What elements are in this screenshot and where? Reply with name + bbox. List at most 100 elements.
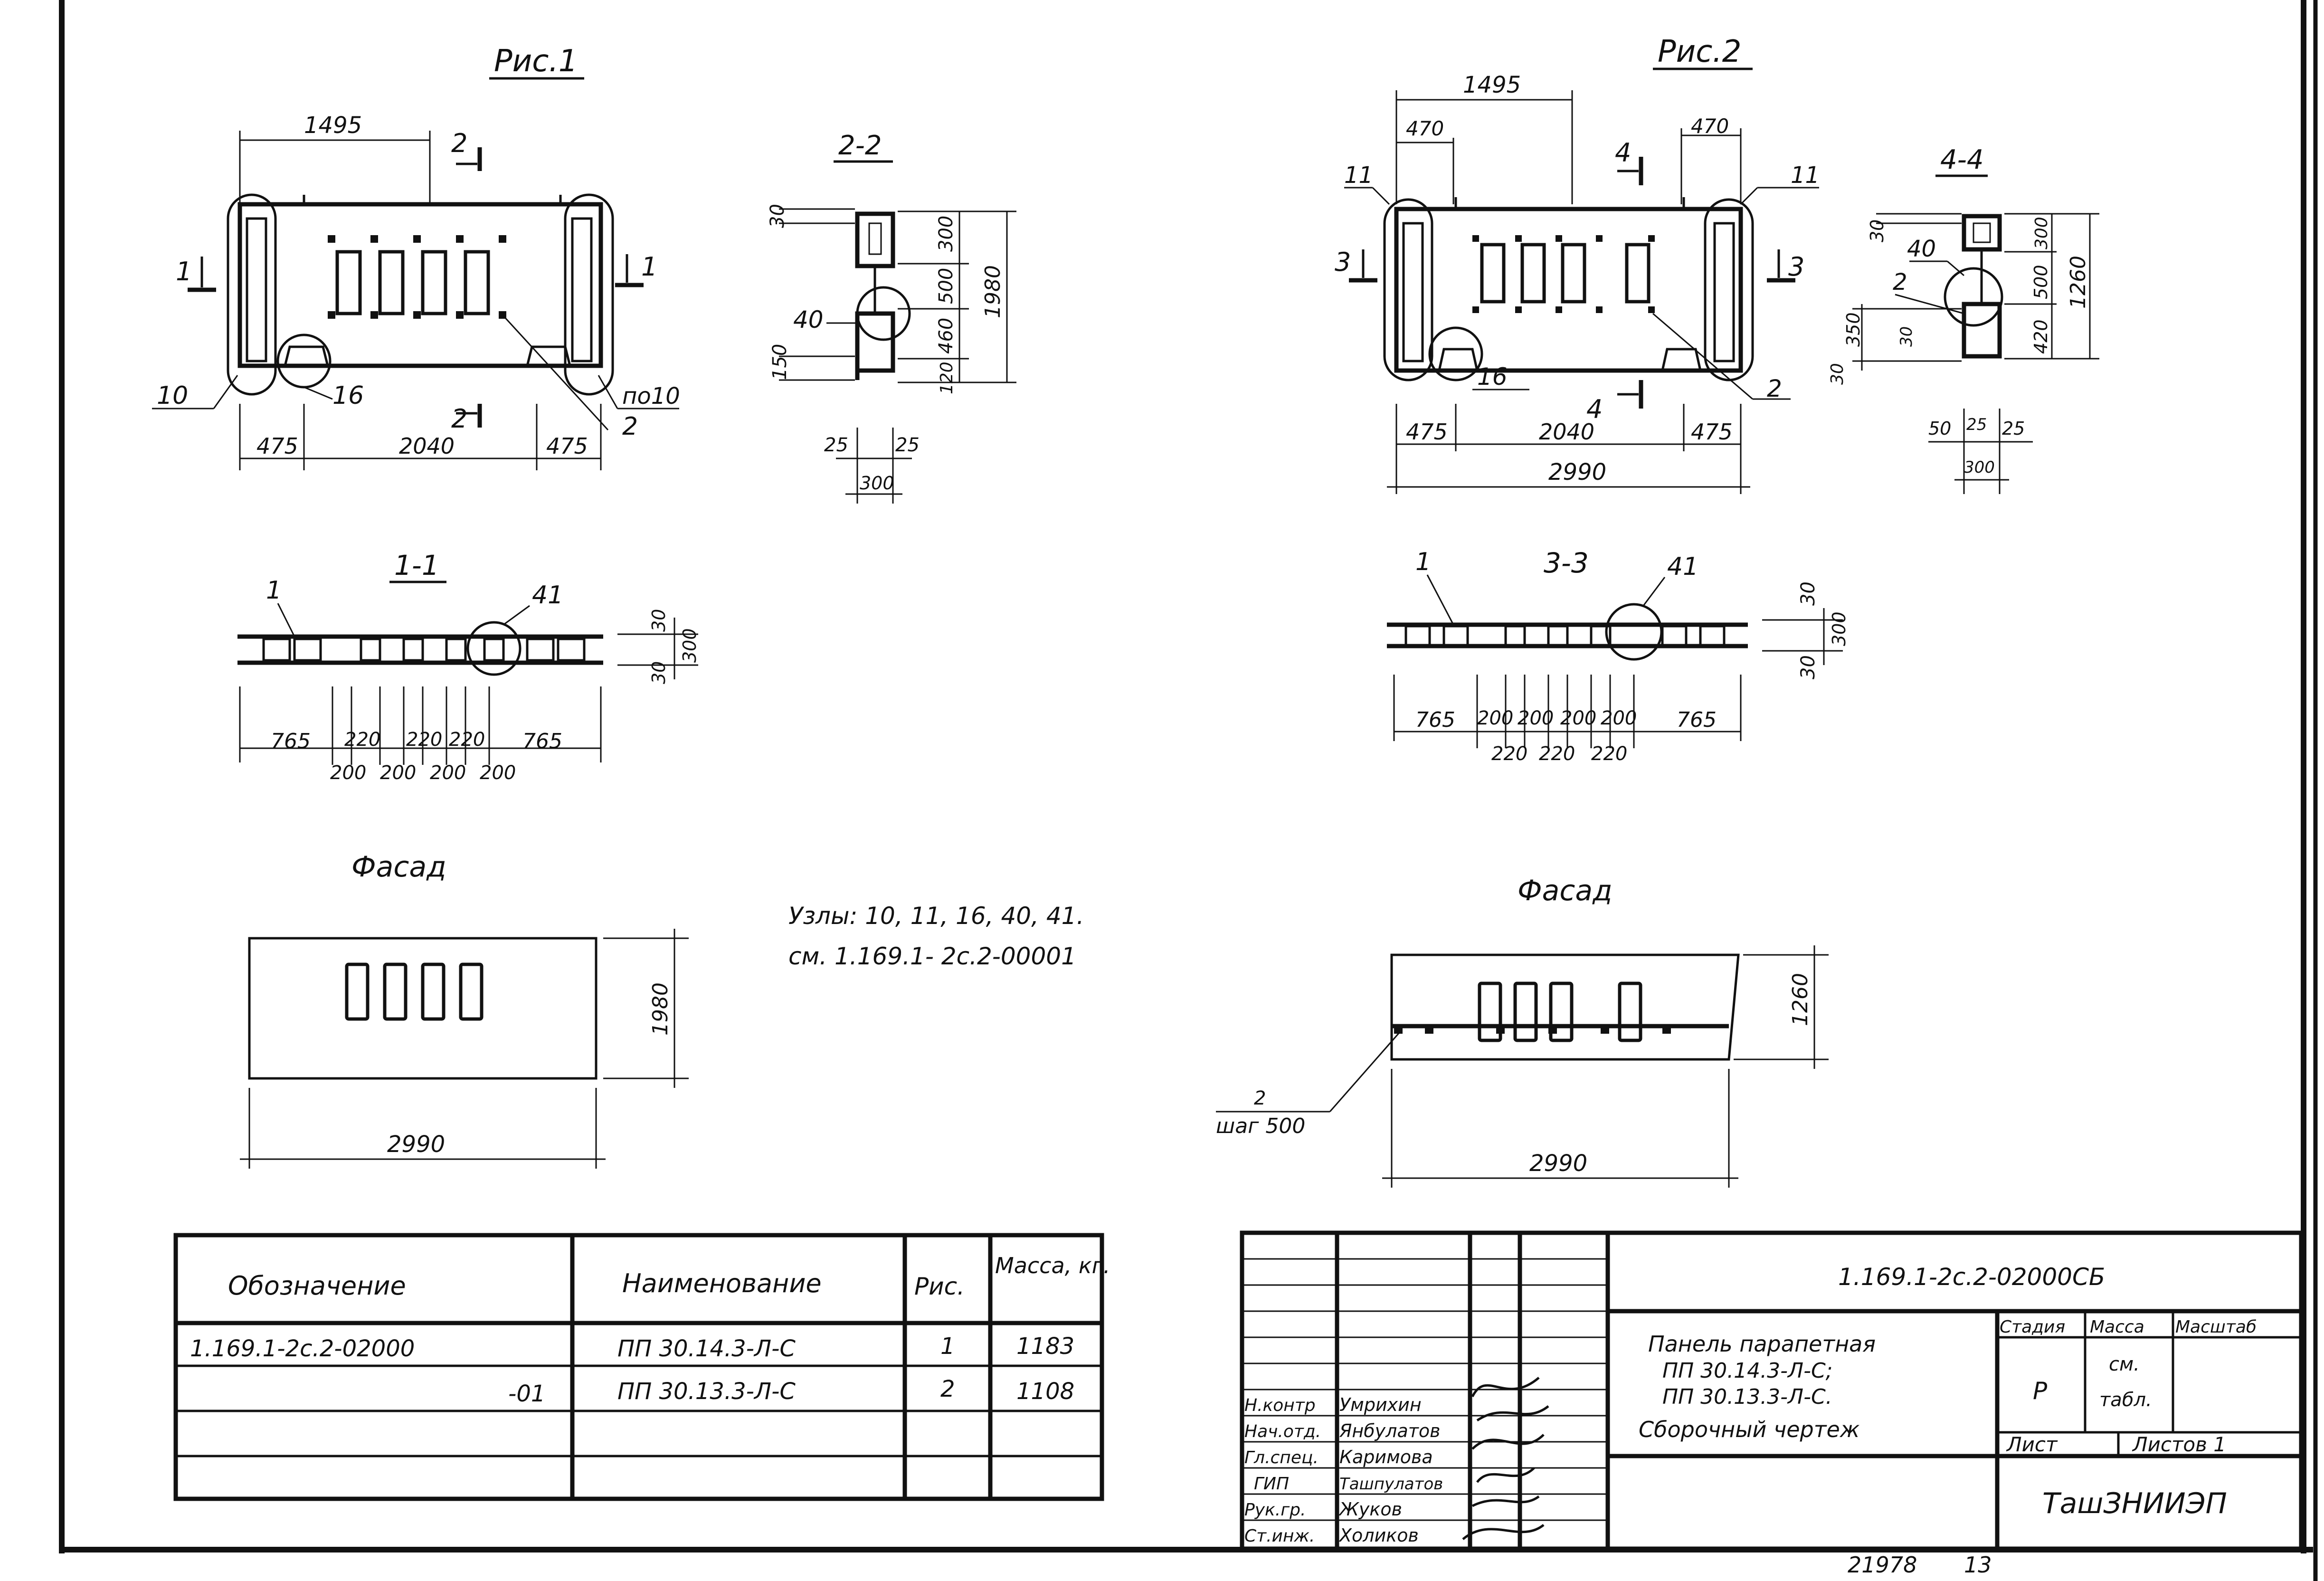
- sec11-dim-220-c: 220: [449, 729, 485, 751]
- section-1-1: 1-1 1 41 30 30 300 765: [237, 549, 700, 784]
- sec22-dim-25-left: 25: [824, 434, 848, 456]
- sec44-dim-300-bottom: 300: [1964, 458, 1995, 477]
- fig1-cut-1-left: 1: [176, 257, 192, 286]
- sheets-label: Листов 1: [2132, 1433, 2226, 1456]
- sec44-dim-1260: 1260: [2066, 256, 2090, 309]
- sec11-dim-200-a: 200: [330, 762, 366, 784]
- fig2-dim-top: 1495: [1463, 72, 1521, 98]
- sec11-dim-30-bottom: 30: [648, 661, 669, 684]
- sec22-dim-25-right: 25: [895, 434, 920, 456]
- sec44-dim-25-a: 25: [1966, 415, 1987, 434]
- sec33-dim-200-c: 200: [1560, 707, 1596, 729]
- fig2-cut-4-top: 4: [1615, 138, 1631, 168]
- footer-number: 21978: [1848, 1552, 1917, 1578]
- sec33-dim-30-bottom: 30: [1797, 655, 1819, 679]
- sec33-dim-30-top: 30: [1797, 581, 1819, 606]
- role-dept-head: Нач.отд.: [1244, 1422, 1321, 1441]
- role-norm-control: Н.контр: [1244, 1396, 1316, 1415]
- sec33-label-1: 1: [1415, 548, 1431, 576]
- fig1-label-po10: по10: [622, 383, 680, 410]
- person-3: Каримова: [1339, 1447, 1433, 1467]
- spec-table: Обозначение Наименование Рис. Масса, кг.…: [173, 1233, 1110, 1501]
- stage-label: Стадия: [2000, 1317, 2065, 1337]
- role-chief-spec: Гл.спец.: [1244, 1448, 1319, 1467]
- fig2-cut-4-bottom: 4: [1586, 394, 1603, 424]
- stage-value: Р: [2033, 1377, 2048, 1405]
- sec11-dim-200-b: 200: [380, 762, 416, 784]
- nodes-note: Узлы: 10, 11, 16, 40, 41. см. 1.169.1- 2…: [788, 902, 1084, 970]
- title-block: Н.контр Нач.отд. Гл.спец. ГИП Рук.гр. Ст…: [1240, 1230, 2304, 1551]
- sec11-label-41: 41: [532, 581, 563, 610]
- spec-row1-mass: 1183: [1016, 1333, 1074, 1360]
- spec-row1-designation: 1.169.1-2с.2-02000: [190, 1335, 415, 1362]
- signatures: [1462, 1377, 1549, 1540]
- sec33-dim-220-c: 220: [1591, 743, 1627, 765]
- spec-header-name: Наименование: [622, 1268, 822, 1298]
- person-6: Холиков: [1338, 1525, 1419, 1546]
- sec22-dim-500: 500: [935, 268, 957, 304]
- fig1-label-16: 16: [332, 381, 364, 410]
- footer-page: 13: [1964, 1552, 1992, 1578]
- facade2-height: 1260: [1788, 973, 1812, 1026]
- fig2-label-2: 2: [1767, 375, 1782, 402]
- fig1-label-2: 2: [622, 412, 638, 441]
- sec22-node-40: 40: [793, 306, 824, 333]
- facade1-width: 2990: [387, 1131, 445, 1158]
- sec44-dim-420: 420: [2030, 319, 2051, 354]
- sec44-dim-500: 500: [2030, 265, 2051, 299]
- fig1-title: Рис.1: [494, 44, 578, 79]
- facade2-title: Фасад: [1518, 874, 1613, 907]
- fig2-title: Рис.2: [1658, 34, 1741, 69]
- sec44-dim-30-top: 30: [1867, 219, 1888, 242]
- sec33-dim-220-a: 220: [1491, 743, 1527, 765]
- sec22-dim-120: 120: [937, 362, 957, 394]
- sec11-dim-220-b: 220: [406, 729, 442, 751]
- sec33-dim-200-b: 200: [1518, 707, 1554, 729]
- organization: ТашЗНИИЭП: [2042, 1487, 2227, 1520]
- sec22-title: 2-2: [838, 130, 882, 161]
- facade1-height: 1980: [648, 982, 673, 1036]
- fig1-cut-2-bottom: 2: [451, 404, 467, 434]
- sec11-dim-200-c: 200: [430, 762, 466, 784]
- fig2-dim-475-right: 475: [1691, 419, 1733, 445]
- spec-row2-name: ПП 30.13.3-Л-С: [617, 1378, 796, 1405]
- fig1-label-10: 10: [157, 381, 188, 410]
- role-group-head: Рук.гр.: [1244, 1500, 1306, 1520]
- sec44-dim-300: 300: [2032, 217, 2051, 249]
- note-line1: Узлы: 10, 11, 16, 40, 41.: [788, 902, 1084, 930]
- facade2-callout-step: шаг 500: [1216, 1114, 1305, 1138]
- sec11-dim-30-top: 30: [648, 609, 669, 632]
- fig1-cut-2-top: 2: [451, 128, 467, 158]
- facade2-width: 2990: [1529, 1150, 1587, 1177]
- fig1-panel-outline: [237, 202, 603, 368]
- role-gip: ГИП: [1254, 1474, 1289, 1494]
- fig1-dim-475-right: 475: [546, 433, 588, 459]
- fig2-dim-475-left: 475: [1406, 419, 1448, 445]
- mass-value-line1: см.: [2109, 1353, 2140, 1375]
- sec44-dim-25-b: 25: [2002, 418, 2025, 439]
- fig2-plan: Рис.2 1495 470 470: [1335, 34, 1820, 494]
- sec11-label-1: 1: [266, 576, 282, 605]
- fig1-cut-1-right: 1: [641, 252, 657, 282]
- sec33-dim-200-a: 200: [1477, 707, 1513, 729]
- fig1-plan: Рис.1 1495 2: [152, 44, 680, 470]
- sec22-dim-460: 460: [935, 318, 957, 354]
- doc-number: 1.169.1-2с.2-02000СБ: [1838, 1263, 2105, 1291]
- facade-1: Фасад 1980 2990: [240, 850, 689, 1169]
- sec44-label-2: 2: [1893, 269, 1907, 295]
- fig1-dim-2040: 2040: [399, 433, 455, 459]
- sec33-label-41: 41: [1667, 552, 1698, 581]
- person-1: Умрихин: [1339, 1394, 1422, 1415]
- spec-row2-mass: 1108: [1016, 1378, 1074, 1405]
- fig2-label-16: 16: [1477, 363, 1508, 390]
- sec44-dim-30-mid: 30: [1897, 326, 1916, 347]
- doc-name-line3: ПП 30.13.3-Л-С.: [1662, 1385, 1832, 1409]
- fig2-label-11-right: 11: [1791, 162, 1820, 189]
- fig2-dim-2990: 2990: [1548, 459, 1606, 486]
- sec22-dim-300: 300: [935, 216, 957, 252]
- sec11-dim-300: 300: [679, 628, 700, 663]
- sec11-dim-765-left: 765: [271, 729, 311, 753]
- fig2-panel-outline: [1394, 207, 1743, 373]
- role-senior-eng: Ст.инж.: [1244, 1526, 1315, 1546]
